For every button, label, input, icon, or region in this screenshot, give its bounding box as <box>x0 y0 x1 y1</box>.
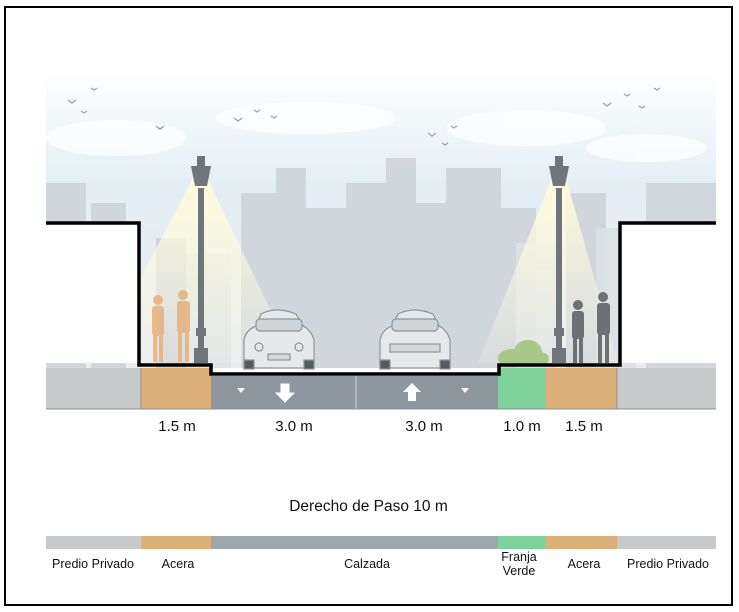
legend-bar-sidewalk-right <box>546 536 617 549</box>
streetlamp-icon <box>191 156 211 363</box>
street-section-illustration <box>46 68 716 410</box>
roadway-lane-2 <box>356 376 498 409</box>
sidewalk-left <box>141 368 211 409</box>
dimension-lane-2: 3.0 m <box>405 418 443 435</box>
dimension-lane-1: 3.0 m <box>275 418 313 435</box>
legend-label-sidewalk-right: Acera <box>567 557 601 571</box>
legend-bar-roadway <box>211 536 498 549</box>
car-icon <box>379 309 451 370</box>
lamp-light-left <box>96 178 296 363</box>
green-strip <box>498 368 546 409</box>
dimension-green-strip: 1.0 m <box>503 418 541 435</box>
dimension-sidewalk-left: 1.5 m <box>158 418 196 435</box>
sidewalk-right <box>546 368 617 409</box>
legend-bar-private-right <box>617 536 716 549</box>
legend-label-private-left: Predio Privado <box>52 557 134 571</box>
legend-label-roadway: Calzada <box>344 557 390 571</box>
legend-bar-private-left <box>46 536 141 549</box>
legend-label-private-right: Predio Privado <box>627 557 709 571</box>
arrow-down-icon <box>237 383 296 403</box>
private-lot-left-mask <box>46 223 139 363</box>
streetlamp-icon <box>549 156 569 363</box>
right-of-way-title: Derecho de Paso 10 m <box>289 498 448 515</box>
car-icon <box>243 309 315 370</box>
private-lot-right <box>617 368 716 409</box>
legend-bar-green <box>498 536 546 549</box>
section-outline <box>46 221 716 376</box>
bird-icon <box>67 87 661 146</box>
arrow-up-icon <box>403 383 469 401</box>
pedestrian-icon <box>152 290 190 362</box>
legend-label-sidewalk-left: Acera <box>161 557 195 571</box>
pedestrian-icon <box>572 292 610 363</box>
legend-bar-sidewalk-left <box>141 536 211 549</box>
diagram-frame: 1.5 m 3.0 m 3.0 m 1.0 m 1.5 m Derecho de… <box>4 6 733 606</box>
bush-icon <box>498 340 549 367</box>
dimension-sidewalk-right: 1.5 m <box>565 418 603 435</box>
private-lot-left <box>46 368 141 409</box>
clouds <box>46 102 706 162</box>
private-lot-right-mask <box>620 223 716 363</box>
